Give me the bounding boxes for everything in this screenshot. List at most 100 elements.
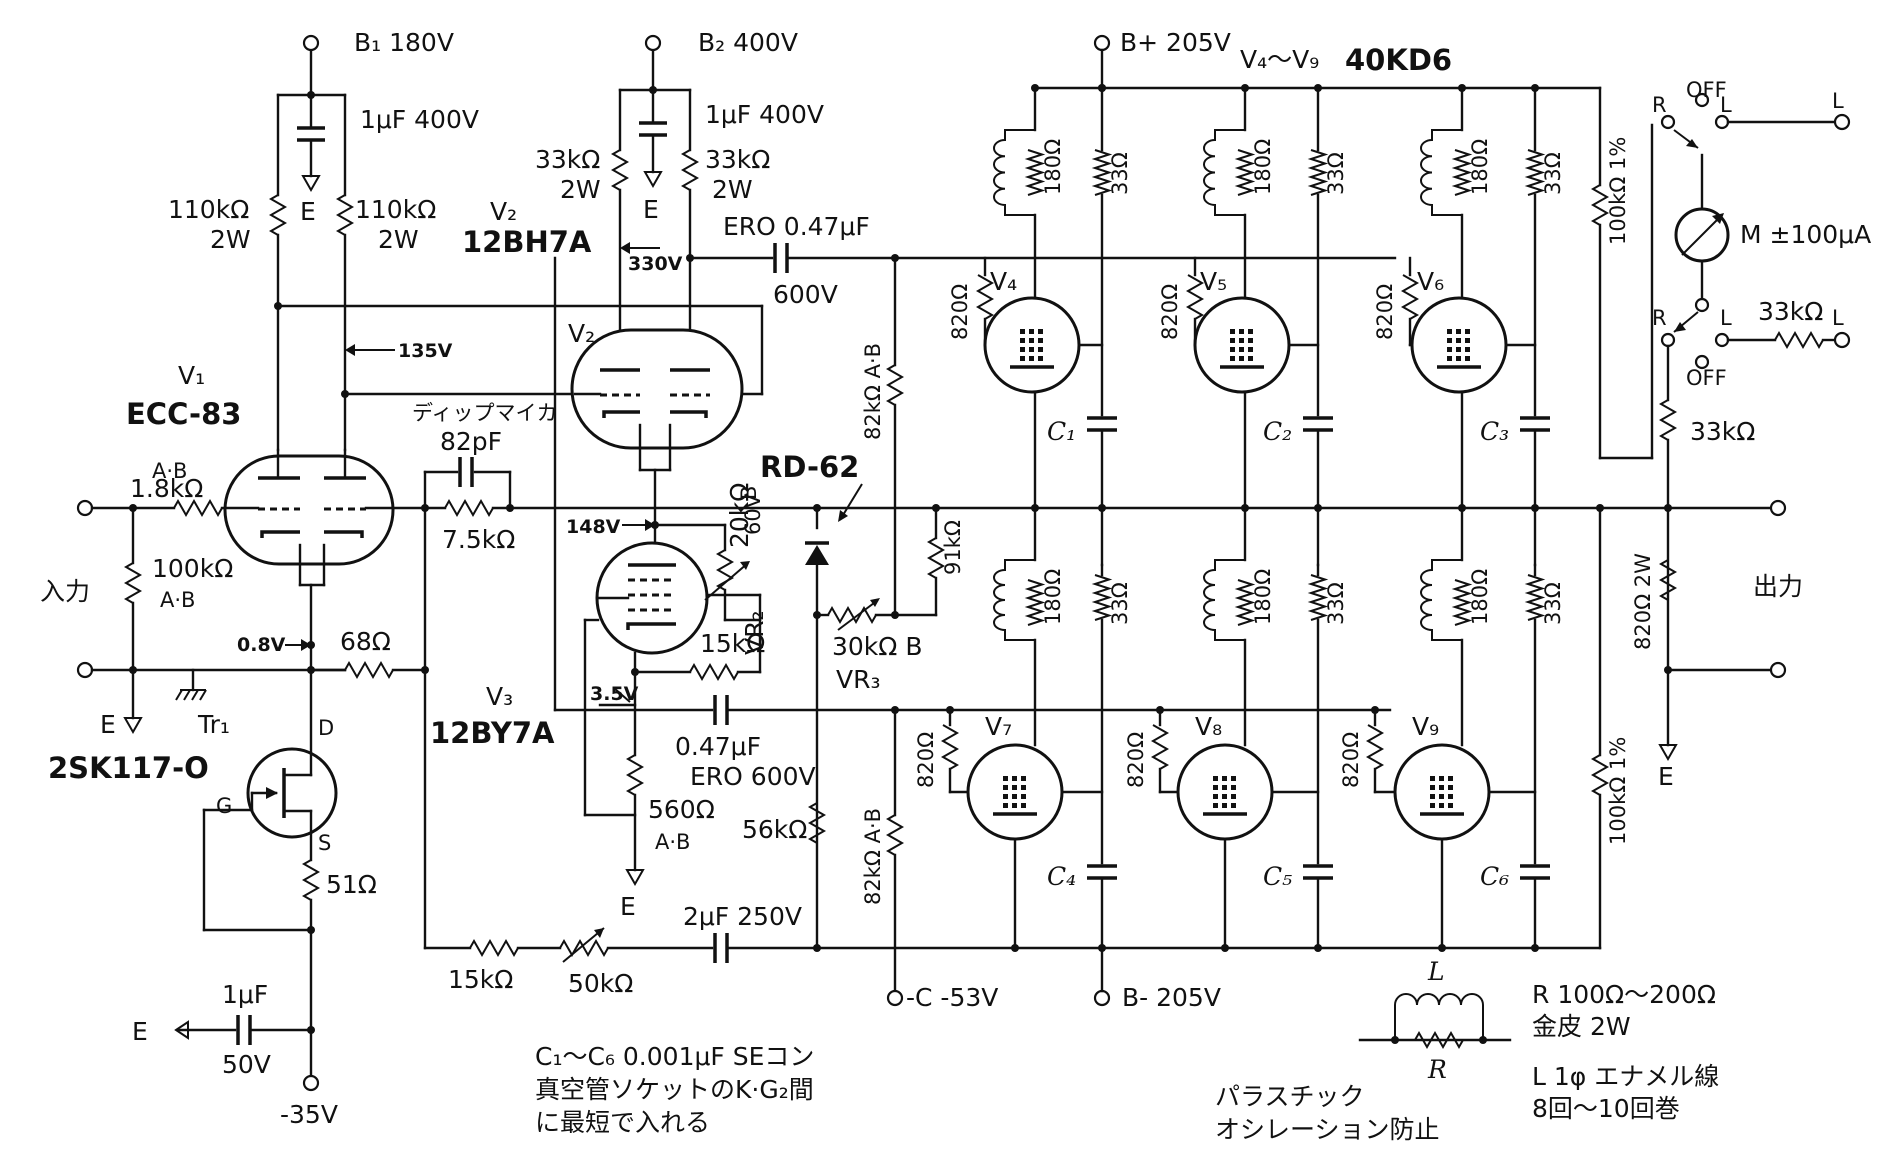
meter-switch-off-top-label: OFF [1686, 78, 1727, 102]
v1-tube: V₁ ECC-83 [126, 361, 395, 587]
tr1-type-label: 2SK117-O [48, 751, 209, 785]
l-note-line1: L 1φ エナメル線 [1532, 1062, 1719, 1091]
output-col-b-r33-bot [1307, 574, 1329, 621]
output-col-b-r820-top-label: 820Ω [1158, 284, 1182, 340]
output-ground-label: E [1658, 762, 1674, 791]
output-col-a-cap-top-label: C₁ [1047, 417, 1076, 446]
meter-switch-r-top-label: R [1652, 93, 1667, 117]
r-68-label: 68Ω [340, 627, 391, 656]
output-col-b-r33-bot-label: 33Ω [1324, 582, 1348, 625]
vr1-value-label: 50kΩ [568, 969, 633, 998]
vr3-label: VR₃ [836, 665, 881, 694]
output-col-b-r180-bot [1234, 579, 1256, 626]
output-col-a-r820-top [975, 274, 995, 320]
input-section: A·B 1.8kΩ 100kΩ A·B 入力 E [40, 459, 347, 739]
r-note-line1: R 100Ω～200Ω [1532, 980, 1716, 1009]
tr1-gate-label: G [216, 794, 232, 818]
v2-type-label: 12BH7A [462, 225, 592, 259]
input-label: 入力 [40, 577, 90, 606]
output-supply-rails: B+ 205V V₄～V₉ 40KD6 B- 205V [1033, 28, 1602, 1012]
v1-type-label: ECC-83 [126, 397, 241, 431]
output-col-a-tube-bot-label: V₇ [985, 712, 1012, 741]
legend-l-label: L [1427, 957, 1445, 986]
r-33k-b-power-label: 2W [712, 175, 753, 204]
b2-terminal: B₂ 400V [644, 28, 798, 92]
feedback-network: 68Ω 15kΩ 50kΩ 2μF 250V [340, 506, 1602, 998]
meter-switch-l-bot-label: L [1720, 306, 1732, 330]
output-col-c-tube-top [1410, 296, 1508, 394]
b1-terminal: B₁ 180V [302, 28, 454, 97]
r-56k-label: 56kΩ [742, 815, 807, 844]
v1-supply-network: E 1μF 400V 110kΩ 2W 110kΩ 2W 135V [168, 91, 764, 452]
output-col-b-r180-bot-label: 180Ω [1251, 569, 1275, 625]
output-col-a-r33-bot-label: 33Ω [1108, 582, 1132, 625]
output-col-b-tube-top [1193, 296, 1291, 394]
output-label: 出力 [1753, 572, 1803, 601]
zener-b-label: B [737, 486, 761, 500]
output-col-a-coil-top [993, 129, 1035, 216]
output-col-c-coil-top [1420, 129, 1462, 216]
output-col-c-r33-bot [1524, 574, 1546, 621]
r-33k-a-label: 33kΩ [535, 145, 600, 174]
output-col-c-r180-bot-label: 180Ω [1468, 569, 1492, 625]
output-col-b-r33-top [1307, 149, 1329, 196]
c-ero-mid-rating-label: ERO 600V [690, 762, 816, 791]
capacitor-note-line1: C₁～C₆ 0.001μF SEコン [535, 1042, 814, 1071]
notes: C₁～C₆ 0.001μF SEコン 真空管ソケットのK·G₂間 に最短で入れる… [535, 957, 1719, 1144]
output-col-c-r820-bot [1365, 724, 1385, 770]
output-col-c-tube-top-label: V₆ [1417, 267, 1444, 296]
output-col-a-r820-bot-label: 820Ω [914, 732, 938, 788]
v3-type-label: 12BY7A [430, 716, 555, 750]
output-col-c-r820-top-label: 820Ω [1373, 284, 1397, 340]
output-col-c-r820-top [1400, 274, 1420, 320]
output-col-c-r33-bot-label: 33Ω [1541, 582, 1565, 625]
r-82k-bot-label: 82kΩ A·B [861, 808, 885, 905]
parasitic-note-line1: パラスチック [1215, 1082, 1365, 1111]
c-2uf-label: 2μF 250V [683, 902, 802, 931]
tr1-drain-label: D [318, 716, 334, 740]
c-1uf-50v-rating-label: 50V [222, 1050, 271, 1079]
r-7k5-label: 7.5kΩ [442, 525, 515, 554]
r-820-2w-label: 820Ω 2W [1631, 553, 1655, 650]
output-col-a-r180-bot-label: 180Ω [1041, 569, 1065, 625]
c-82pf-label: 82pF [440, 427, 502, 456]
vr2-label: VR₂ [740, 611, 769, 656]
v2-name-label: V₂ [490, 197, 517, 226]
r-20k-label: 20kΩ [725, 483, 754, 548]
capacitor-note-line3: に最短で入れる [535, 1108, 710, 1137]
r-15k-nfb-label: 15kΩ [448, 965, 513, 994]
v3-cathode-voltage-label: 3.5V [590, 683, 639, 705]
r-33k-a-power-label: 2W [560, 175, 601, 204]
output-col-a-tube-top-label: V₄ [990, 267, 1017, 296]
output-col-b-cap-bot-label: C₅ [1263, 862, 1292, 891]
output-col-b-r820-top [1185, 274, 1205, 320]
r-110k-a-label: 110kΩ [168, 195, 249, 224]
output-col-c-r180-top [1451, 149, 1473, 196]
neg-c-label: -C -53V [906, 983, 998, 1012]
capacitor-note-line2: 真空管ソケットのK·G₂間 [535, 1075, 814, 1104]
output-col-b-coil-bot [1203, 559, 1245, 641]
output-col-b-r820-bot [1150, 724, 1170, 770]
tr1-ccs: 0.8V D G S Tr₁ 2SK117-O 51Ω E 1μF 50V -3 [48, 583, 377, 1129]
output-col-b-tube-top-label: V₅ [1200, 267, 1227, 296]
r-1k8-grade-label: A·B [152, 459, 187, 483]
c-82pf-type-label: ディップマイカ [412, 401, 558, 425]
meter-switch-r-bot-label: R [1652, 306, 1667, 330]
output-tube-columns: 180ΩV₄820Ω33ΩC₁180ΩV₇820Ω33ΩC₄180ΩV₅820Ω… [914, 84, 1565, 952]
input-ground-label: E [100, 710, 116, 739]
v3-name-label: V₃ [486, 682, 513, 711]
r-100k-1pct-bot-label: 100kΩ 1% [1606, 737, 1630, 845]
output-col-a-r180-bot [1024, 579, 1046, 626]
output-tubes-range-label: V₄～V₉ [1240, 45, 1319, 74]
meter-terminal-l-top-label: L [1832, 89, 1844, 113]
r-51-label: 51Ω [326, 870, 377, 899]
r-100k-1pct-top-label: 100kΩ 1% [1606, 137, 1630, 245]
output-col-c-tube-bot-label: V₉ [1412, 712, 1439, 741]
r-110k-a-power-label: 2W [210, 225, 251, 254]
r-1k8-label: 1.8kΩ [130, 474, 203, 503]
v1-cathode-voltage-label: 0.8V [237, 634, 286, 656]
output-col-a-tube-top [983, 296, 1081, 394]
output-col-c-r180-top-label: 180Ω [1468, 139, 1492, 195]
r-110k-b-label: 110kΩ [355, 195, 436, 224]
